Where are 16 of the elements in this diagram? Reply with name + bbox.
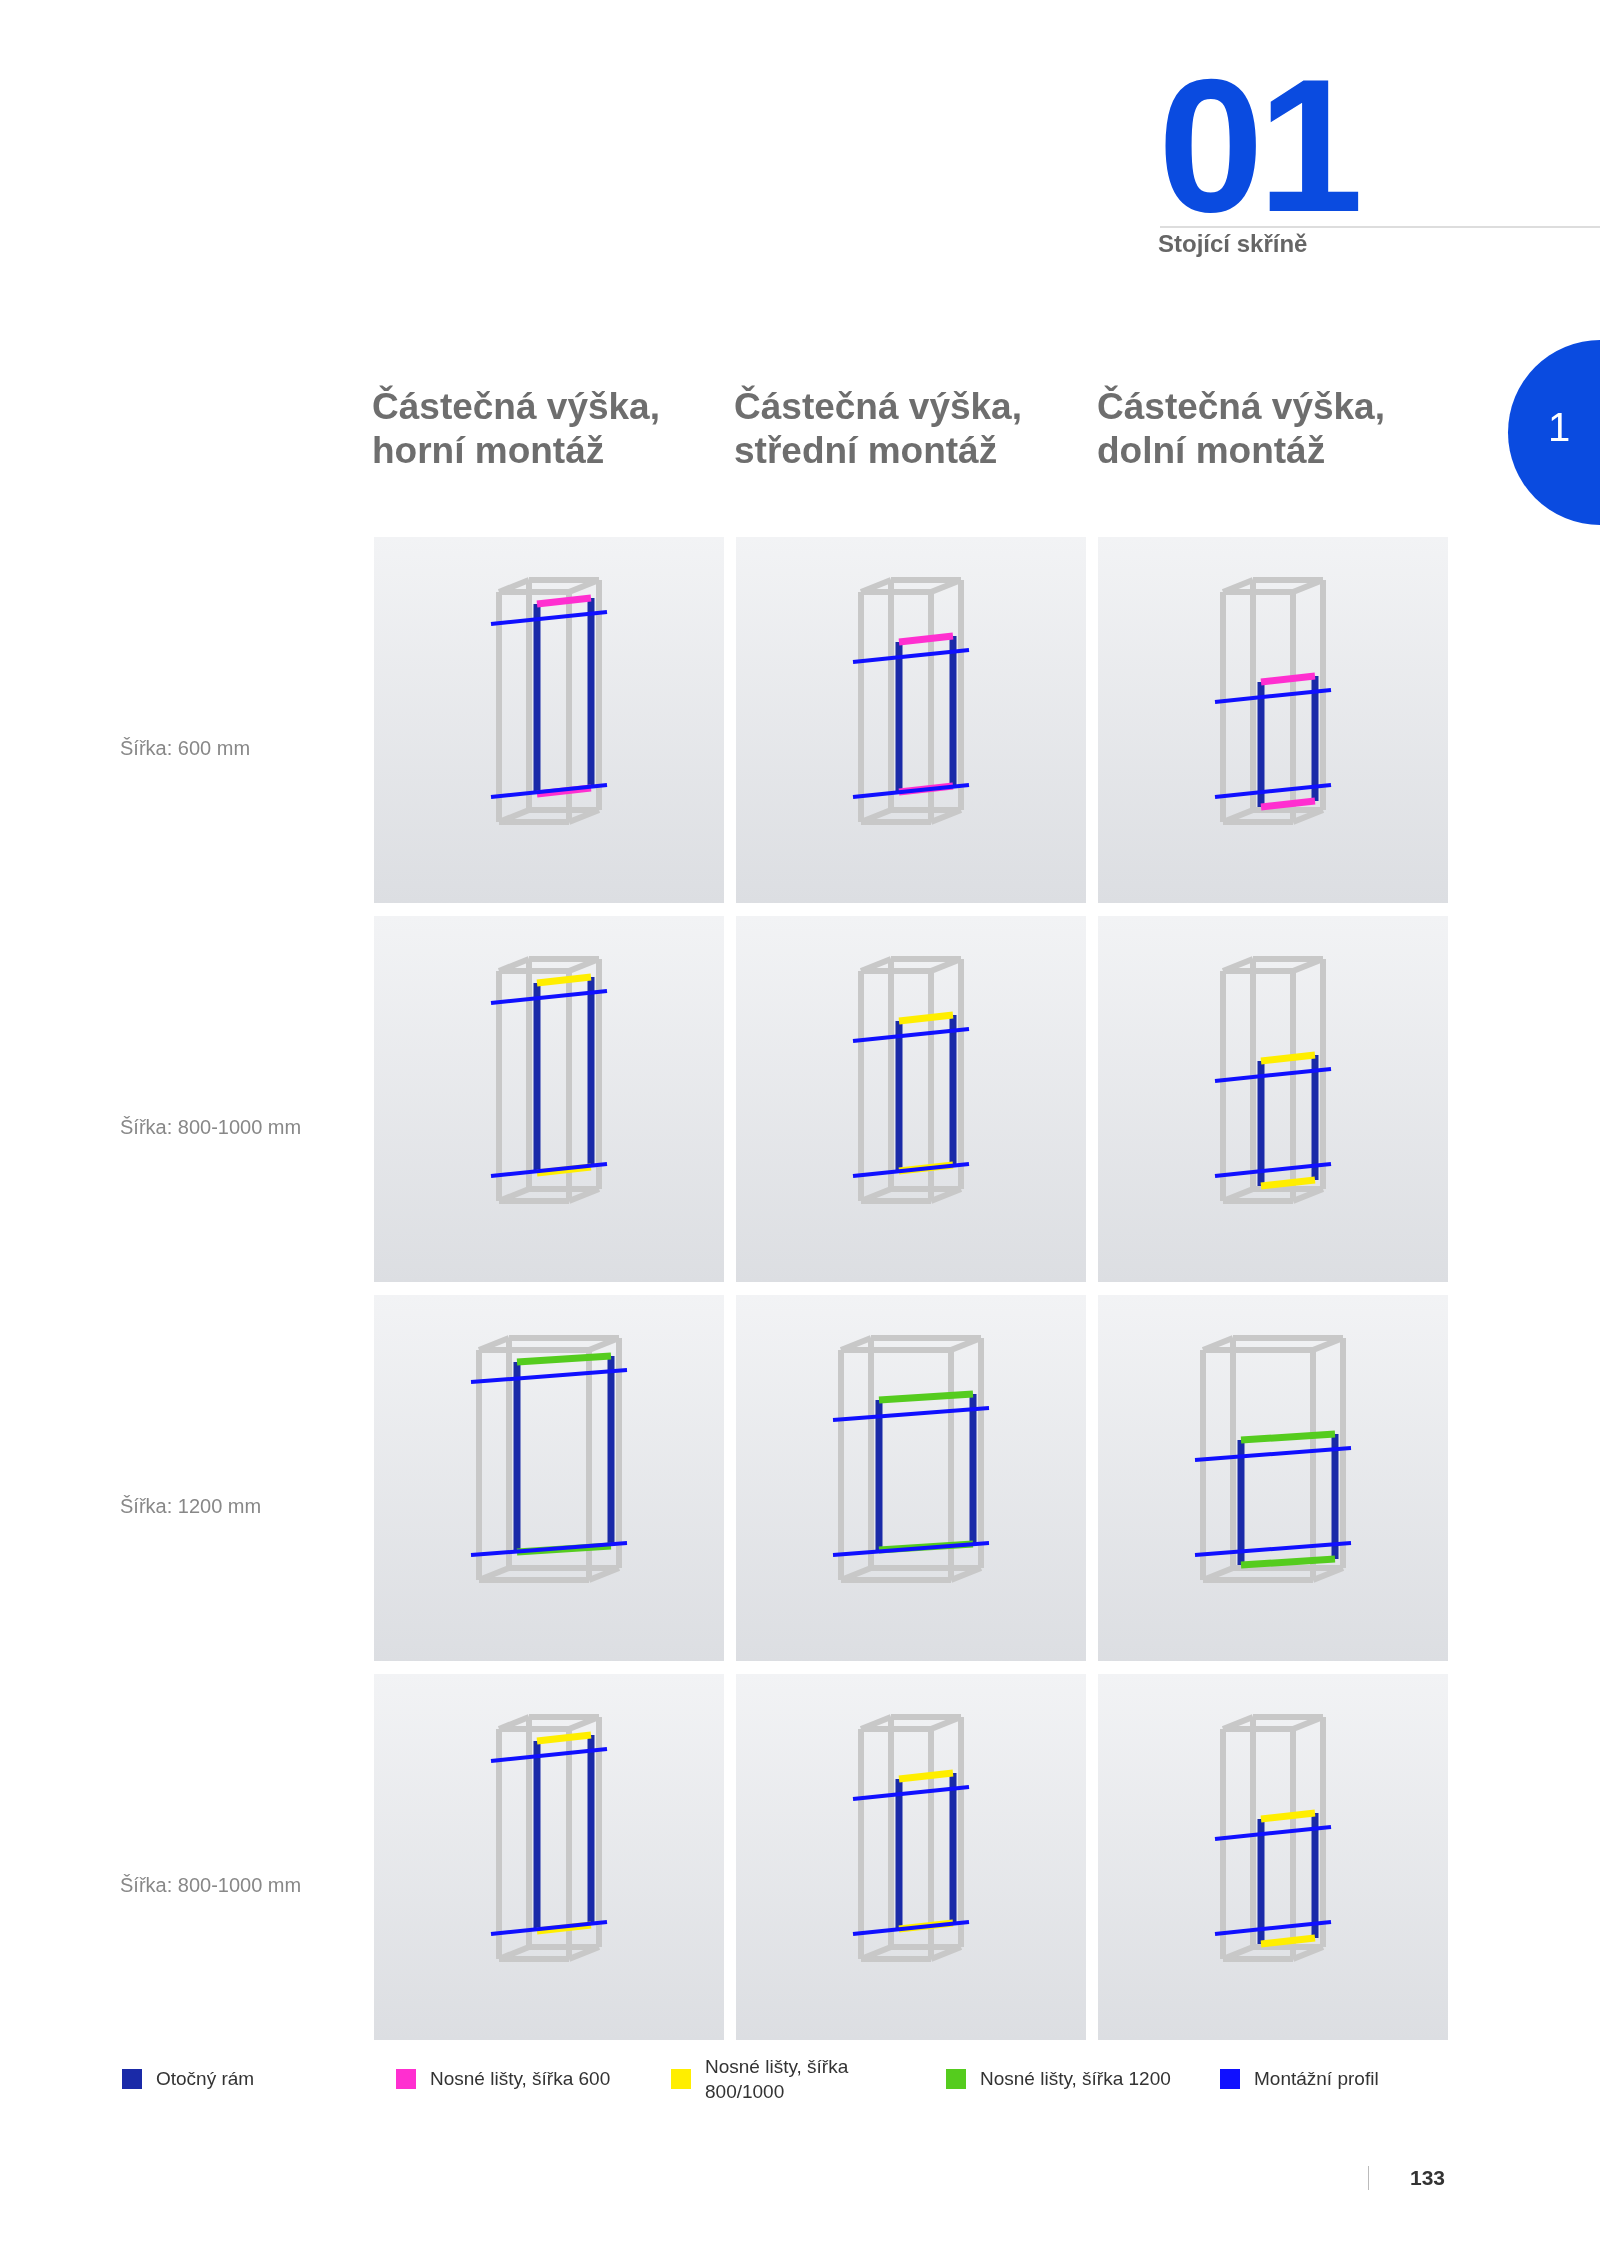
width-label: Šířka: 600 mm	[120, 737, 251, 760]
chapter-number: 01	[1158, 60, 1358, 230]
tab-number: 1	[1548, 405, 1571, 450]
width-label: Šířka: 1200 mm	[120, 1495, 262, 1518]
column-heading: Částečná výška, dolní montáž	[1097, 385, 1386, 473]
chapter-title: Stojící skříně	[1158, 230, 1308, 258]
width-label: Šířka: 800-1000 mm	[120, 1116, 302, 1139]
column-heading: Částečná výška, horní montáž	[372, 385, 661, 473]
legend-label: Nosné lišty, šířka 600	[430, 2067, 612, 2091]
legend-label: Nosné lišty, šířka 1200	[980, 2067, 1172, 2091]
legend-label: Montážní profil	[1254, 2067, 1380, 2091]
page-number: 133	[1410, 2166, 1446, 2190]
column-heading: Částečná výška, střední montáž	[734, 385, 1023, 473]
legend-label: Nosné lišty, šířka 800/1000	[705, 2055, 850, 2104]
legend-label: Otočný rám	[156, 2067, 256, 2091]
width-label: Šířka: 800-1000 mm	[120, 1874, 302, 1897]
